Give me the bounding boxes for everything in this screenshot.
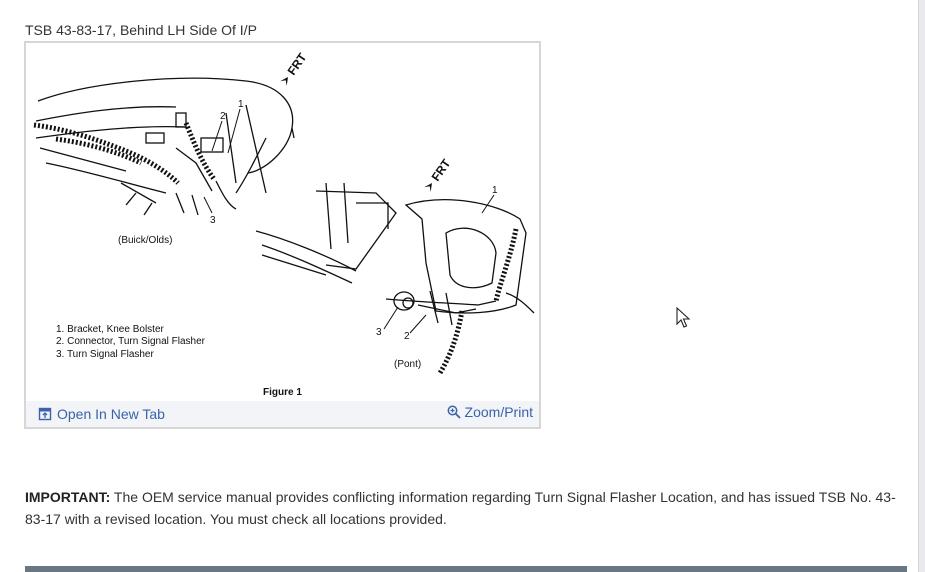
left-callout-1: 1 [238,99,244,110]
figure-container: 2 1 3 FRT (Buick/Olds) [24,41,541,429]
figure-label: Figure 1 [263,387,302,398]
important-label: IMPORTANT: [25,489,111,505]
scrollbar-track[interactable] [918,0,925,572]
open-in-new-tab-link[interactable]: Open In New Tab [38,406,165,422]
right-callout-3: 3 [376,327,382,338]
frt-arrow-icon: FRT [424,156,454,192]
zoom-print-link[interactable]: Zoom/Print [447,404,533,420]
left-callout-3: 3 [210,215,216,226]
legend-item-2: 2. Connector, Turn Signal Flasher [56,336,206,347]
frt-label-right: FRT [429,156,454,184]
frt-arrow-icon: FRT [280,50,310,86]
frt-label-left: FRT [285,50,310,78]
mouse-pointer-icon [676,307,690,328]
section-divider [25,566,907,572]
left-callout-2: 2 [220,111,226,122]
buick-caption: (Buick/Olds) [118,235,172,246]
important-note: IMPORTANT: The OEM service manual provid… [25,486,910,530]
figure-caption: TSB 43-83-17, Behind LH Side Of I/P [25,22,257,38]
magnifier-icon [447,405,461,419]
open-in-new-tab-icon [38,407,52,421]
wiring-diagram-image[interactable]: 2 1 3 FRT (Buick/Olds) [26,43,539,401]
legend-item-3: 3. Turn Signal Flasher [56,349,154,360]
right-callout-1: 1 [492,185,498,196]
figure-toolbar: Open In New Tab Zoom/Print [26,401,539,427]
legend-item-1: 1. Bracket, Knee Bolster [56,324,165,335]
right-callout-2: 2 [404,331,410,342]
zoom-print-label: Zoom/Print [464,404,533,420]
important-text: The OEM service manual provides conflict… [25,489,896,527]
open-in-new-tab-label: Open In New Tab [57,406,165,422]
pont-caption: (Pont) [394,359,421,370]
